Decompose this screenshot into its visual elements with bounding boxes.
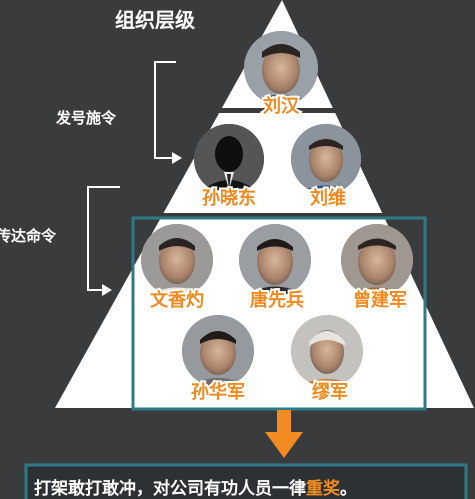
pyramid bbox=[55, 0, 474, 408]
person-name-sunhuajun: 孙华军 bbox=[191, 381, 245, 403]
lower-tier-frame bbox=[131, 216, 427, 411]
page-title: 组织层级 bbox=[115, 8, 195, 32]
side-label-middle: 传达命令 bbox=[0, 227, 57, 245]
person-name-liuhan: 刘汉 bbox=[263, 95, 300, 117]
bracket-arrow-top bbox=[154, 61, 176, 159]
portrait-sunhuajun bbox=[182, 315, 254, 387]
portrait-liuhan bbox=[244, 31, 318, 105]
bracket-arrow-middle bbox=[87, 186, 120, 291]
portrait-sunxiaodong bbox=[194, 124, 264, 194]
person-name-wenxiangzhuo: 文香灼 bbox=[150, 289, 204, 311]
person-name-zengjianjun: 曾建军 bbox=[353, 289, 407, 311]
down-arrow-icon bbox=[265, 410, 303, 458]
conclusion-banner bbox=[24, 463, 468, 499]
conclusion-text: 打架敢打敢冲，对公司有功人员一律重奖。 bbox=[34, 478, 357, 499]
person-name-tangxianbing: 唐先兵 bbox=[250, 289, 304, 311]
arrow-head-middle-icon bbox=[102, 284, 112, 296]
person-name-sunxiaodong: 孙晓东 bbox=[202, 187, 256, 209]
portrait-miaojun bbox=[291, 315, 363, 387]
person-silhouette-icon bbox=[194, 124, 264, 194]
conclusion-end: 。 bbox=[340, 479, 357, 499]
conclusion-highlight: 重奖 bbox=[306, 478, 341, 499]
portrait-wenxiangzhuo bbox=[141, 224, 213, 296]
person-name-liuwei: 刘维 bbox=[310, 187, 346, 209]
conclusion-main: 打架敢打敢冲，对公司有功人员一律 bbox=[34, 478, 306, 499]
person-name-miaojun: 缪军 bbox=[312, 381, 348, 403]
arrow-head-top-icon bbox=[172, 152, 182, 164]
side-label-top: 发号施令 bbox=[55, 109, 117, 127]
portrait-zengjianjun bbox=[341, 224, 413, 296]
tier-band-1 bbox=[196, 108, 367, 113]
portrait-tangxianbing bbox=[239, 224, 311, 296]
